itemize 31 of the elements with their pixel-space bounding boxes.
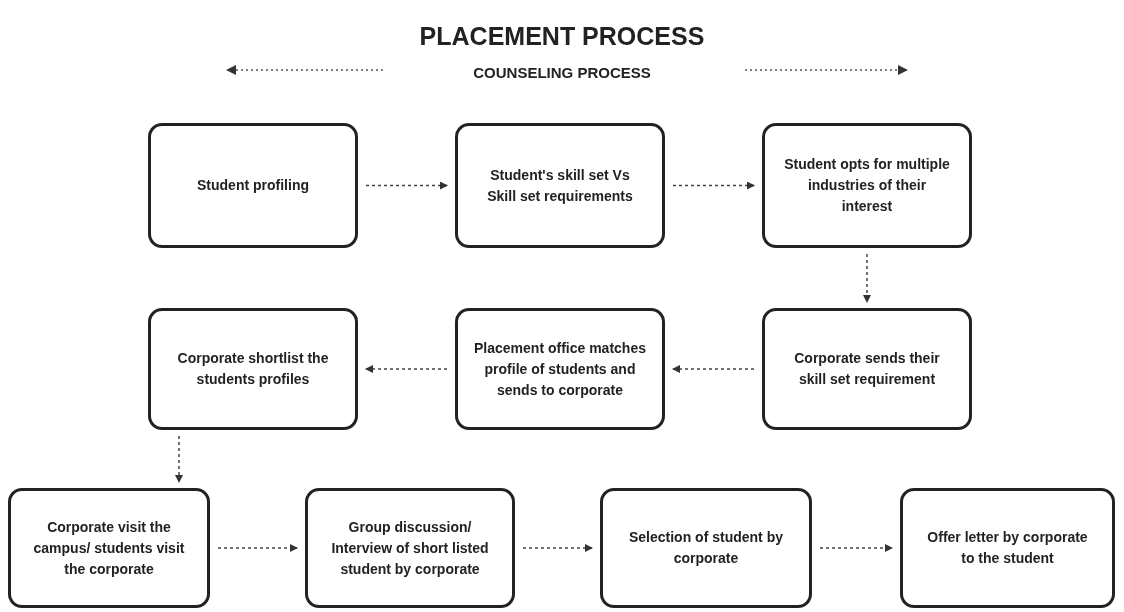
box-text: Corporate visit the campus/ students visit the corporate <box>32 517 186 579</box>
section-label: COUNSELING PROCESS <box>473 63 651 83</box>
process-box <box>305 488 515 608</box>
box-text: Corporate shortlist the students profiles <box>176 349 330 389</box>
box-text: Corporate sends their skill set requirement <box>793 349 941 389</box>
arrow <box>819 544 893 552</box>
process-box <box>148 123 358 248</box>
box-text: Student opts for multiple industries of their interest <box>783 155 951 216</box>
arrow <box>522 544 593 552</box>
box-text: Selection of student by corporate <box>628 528 784 568</box>
arrow <box>672 181 755 190</box>
box-text: Offer letter by corporate to the student <box>926 528 1089 568</box>
box-text: Student profiling <box>197 176 309 195</box>
process-box <box>762 308 972 430</box>
process-box <box>600 488 812 608</box>
arrow <box>217 544 298 552</box>
process-box <box>900 488 1115 608</box>
box-text: Student's skill set Vs Skill set requirements <box>486 165 634 206</box>
process-box <box>148 308 358 430</box>
box-text: Placement office matches profile of students and sends to corporate <box>474 338 646 400</box>
process-box <box>8 488 210 608</box>
arrow <box>365 181 448 190</box>
box-text: Group discussion/ Interview of short listed student by corporate <box>330 517 490 579</box>
title: PLACEMENT PROCESS <box>419 21 705 52</box>
process-box <box>762 123 972 248</box>
arrow <box>175 435 183 483</box>
process-box <box>455 308 665 430</box>
arrow <box>672 365 755 373</box>
arrow <box>863 253 871 303</box>
arrow <box>365 365 448 373</box>
process-box <box>455 123 665 248</box>
